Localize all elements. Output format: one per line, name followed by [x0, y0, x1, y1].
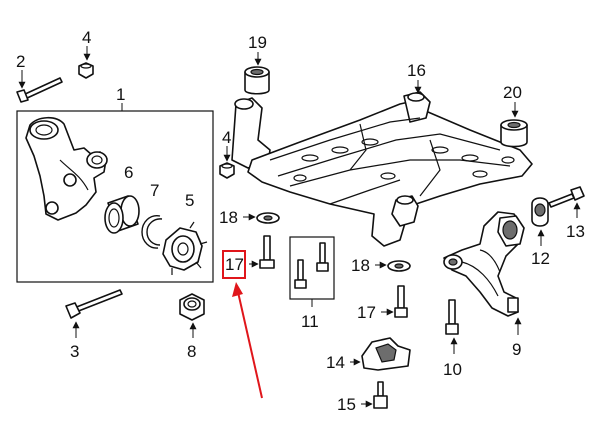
bracket-14	[350, 337, 411, 371]
bolt-15	[361, 381, 388, 409]
callout-10: 10	[443, 360, 462, 379]
highlight-box	[222, 250, 246, 279]
bushing-19	[244, 52, 270, 95]
bolt-17-right	[381, 285, 408, 318]
callout-6: 6	[124, 163, 133, 182]
highlight-arrow-head	[232, 282, 243, 297]
callout-9: 9	[512, 340, 521, 359]
washer-18-right	[375, 260, 411, 272]
front-subframe	[231, 80, 533, 247]
bolt-10	[445, 299, 459, 354]
steering-knuckle	[25, 116, 108, 221]
callout-labels: 1 2 3 4 4 5 6 7 8 9 10 11 12 13 14 15 16…	[16, 28, 585, 414]
bushing-12	[531, 197, 549, 246]
callout-16: 16	[407, 61, 426, 80]
callout-14: 14	[326, 353, 345, 372]
knuckle-assembly-group	[16, 103, 214, 283]
callout-8: 8	[187, 342, 196, 361]
callout-19: 19	[248, 33, 267, 52]
callout-17-left: 17	[225, 255, 244, 274]
callout-13: 13	[566, 222, 585, 241]
highlight-arrow	[237, 291, 263, 399]
callout-18-left: 18	[219, 208, 238, 227]
callout-18-right: 18	[351, 256, 370, 275]
callout-3: 3	[70, 342, 79, 361]
wheel-hub	[162, 221, 208, 275]
callout-1: 1	[116, 85, 125, 104]
callout-20: 20	[503, 83, 522, 102]
bolt-13	[548, 186, 585, 218]
callout-7: 7	[150, 181, 159, 200]
lower-control-arm	[443, 211, 525, 335]
callout-12: 12	[531, 249, 550, 268]
callout-15: 15	[337, 395, 356, 414]
wheel-bearing	[104, 195, 140, 234]
callout-4-top: 4	[82, 28, 91, 47]
bolt-2	[16, 70, 63, 103]
nut-4-top	[78, 46, 94, 79]
washer-18-left	[243, 212, 280, 224]
callout-2: 2	[16, 52, 25, 71]
callout-5: 5	[185, 191, 194, 210]
bolt-17-left	[249, 235, 275, 269]
bolt-set-11	[289, 236, 335, 307]
bushing-20	[500, 102, 528, 148]
callout-4-middle: 4	[222, 128, 231, 147]
highlight-annotation	[222, 250, 263, 399]
snap-ring	[141, 215, 163, 249]
callout-11: 11	[301, 312, 319, 331]
hub-nut-8	[179, 293, 205, 338]
callout-17-right: 17	[357, 303, 376, 322]
nut-4-middle	[219, 146, 235, 179]
bolt-3	[65, 289, 123, 338]
